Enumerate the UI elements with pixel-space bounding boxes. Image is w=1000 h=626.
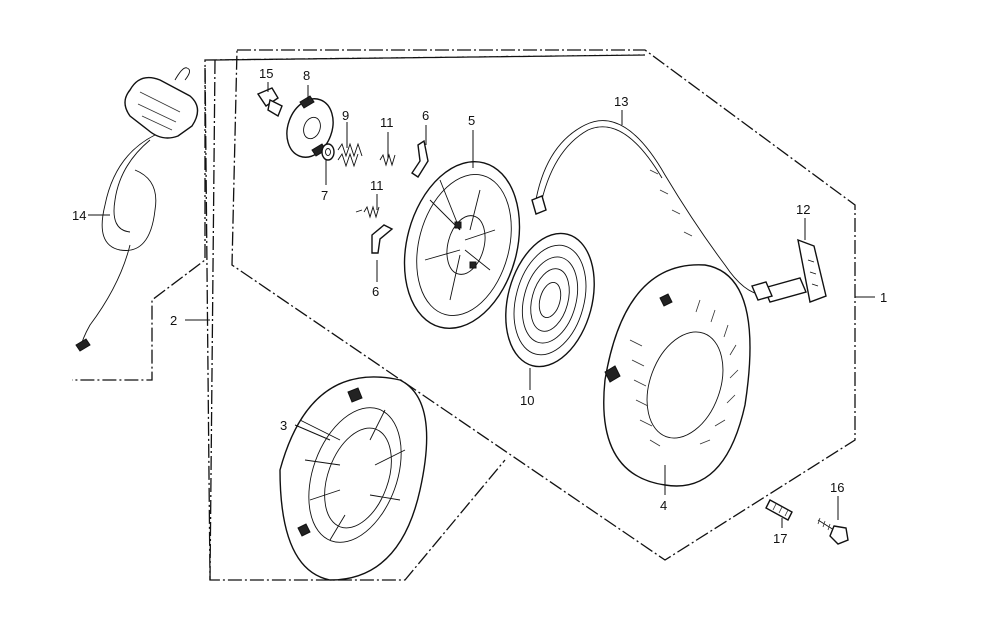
part-4-recoil-case <box>603 264 751 487</box>
part-13-rope <box>531 120 766 296</box>
assembly-frame-14 <box>72 68 206 381</box>
part-15-screw <box>256 87 283 118</box>
label-part-13: 13 <box>614 94 628 109</box>
label-part-16: 16 <box>830 480 844 495</box>
assembly-frame-1 <box>231 49 856 561</box>
part-16-bolt <box>817 517 849 545</box>
label-part-10: 10 <box>520 393 534 408</box>
label-part-4: 4 <box>660 498 667 513</box>
part-7-washer <box>321 143 335 161</box>
label-part-5: 5 <box>468 113 475 128</box>
label-part-8: 8 <box>303 68 310 83</box>
label-part-11-upper: 11 <box>380 115 394 130</box>
label-part-11-lower: 11 <box>370 178 384 193</box>
label-part-6-lower: 6 <box>372 284 379 299</box>
part-17-collar <box>765 499 793 521</box>
label-part-15: 15 <box>259 66 273 81</box>
part-11-spring-lower <box>355 205 380 219</box>
label-part-7: 7 <box>321 188 328 203</box>
label-part-17: 17 <box>773 531 787 546</box>
part-11-spring-upper <box>379 153 396 167</box>
part-3-starter-case <box>279 376 428 581</box>
label-part-6-upper: 6 <box>422 108 429 123</box>
part-10-recoil-spring <box>505 232 595 368</box>
part-6-ratchet-lower <box>371 224 394 254</box>
leader-lines <box>88 82 875 528</box>
label-part-12: 12 <box>796 202 810 217</box>
part-5-reel <box>403 160 521 330</box>
label-part-2: 2 <box>170 313 177 328</box>
part-12-starter-grip <box>751 238 827 303</box>
label-part-3: 3 <box>280 418 287 433</box>
part-6-ratchet-upper <box>411 139 429 178</box>
part-9-spring <box>337 142 363 168</box>
part-8-friction-plate <box>286 95 334 158</box>
part-labels: 1 2 3 4 5 6 6 7 8 9 10 11 11 12 13 14 15… <box>72 66 887 546</box>
label-part-9: 9 <box>342 108 349 123</box>
label-part-1: 1 <box>880 290 887 305</box>
part-14-cable <box>75 67 199 352</box>
label-part-14: 14 <box>72 208 86 223</box>
